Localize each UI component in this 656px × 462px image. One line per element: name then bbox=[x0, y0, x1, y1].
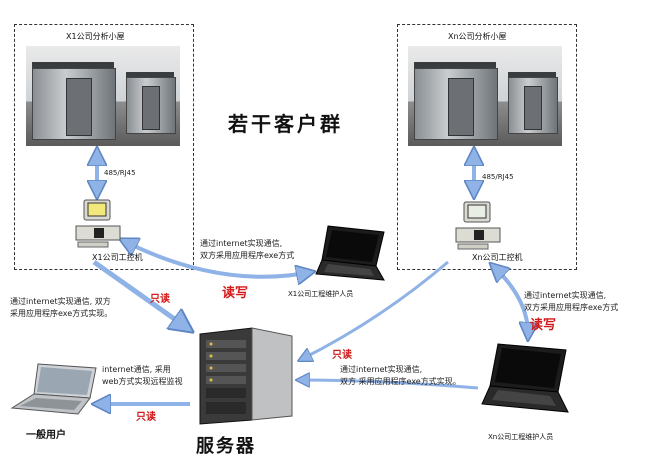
annotation-right-top-2: 双方采用应用程序exe方式 bbox=[524, 303, 619, 312]
link-pc-right-laptop bbox=[492, 265, 528, 338]
general-user-label: 一般用户 bbox=[26, 430, 66, 441]
server-rack bbox=[196, 326, 296, 426]
link-pc-right-server bbox=[300, 260, 449, 360]
client-group-title: 若干客户群 bbox=[228, 112, 343, 136]
link-pc-left-laptop bbox=[122, 240, 312, 277]
tag-read-only-right: 只读 bbox=[332, 350, 352, 361]
link-right-protocol: 485/RJ45 bbox=[482, 173, 514, 181]
laptop-left bbox=[314, 224, 388, 288]
link-laptop-right-server bbox=[298, 380, 479, 390]
annotation-bottom-left-2: web方式实现远程监视 bbox=[102, 377, 183, 386]
laptop-right bbox=[480, 342, 570, 422]
tag-read-only-left: 只读 bbox=[150, 294, 170, 305]
annotation-right-top-1: 通过internet实现通信, bbox=[524, 291, 607, 300]
pc-right-label: Xn公司工控机 bbox=[472, 253, 523, 262]
shelter-photo-right bbox=[408, 46, 562, 146]
tag-read-write-left: 读写 bbox=[222, 286, 249, 301]
station-left-title: X1公司分析小屋 bbox=[66, 32, 125, 41]
laptop-general-user bbox=[8, 362, 98, 422]
link-pc-left-server bbox=[92, 259, 190, 330]
laptop-right-label: Xn公司工程维护人员 bbox=[488, 433, 554, 441]
station-right-title: Xn公司分析小屋 bbox=[448, 32, 507, 41]
station-right-box bbox=[397, 24, 577, 270]
pc-left-label: X1公司工控机 bbox=[92, 253, 143, 262]
annotation-left-mid-1: 通过internet实现通信, 双方 bbox=[10, 297, 111, 306]
annotation-left-mid-2: 采用应用程序exe方式实现。 bbox=[10, 309, 113, 318]
industrial-pc-right bbox=[452, 200, 508, 252]
annotation-top-mid-1: 通过internet实现通信, bbox=[200, 239, 283, 248]
shelter-photo-left bbox=[26, 46, 180, 146]
annotation-right-bottom-1: 通过internet实现通信, bbox=[340, 365, 423, 374]
industrial-pc-left bbox=[72, 198, 128, 250]
laptop-left-label: X1公司工程维护人员 bbox=[288, 290, 354, 298]
link-left-protocol: 485/RJ45 bbox=[104, 169, 136, 177]
server-label: 服务器 bbox=[196, 436, 256, 457]
annotation-right-bottom-2: 双方 采用应用程序exe方式实现。 bbox=[340, 377, 461, 386]
tag-read-only-bottom: 只读 bbox=[136, 412, 156, 423]
tag-read-write-right: 读写 bbox=[530, 318, 557, 333]
annotation-bottom-left-1: internet通信, 采用 bbox=[102, 365, 171, 374]
annotation-top-mid-2: 双方采用应用程序exe方式 bbox=[200, 251, 295, 260]
